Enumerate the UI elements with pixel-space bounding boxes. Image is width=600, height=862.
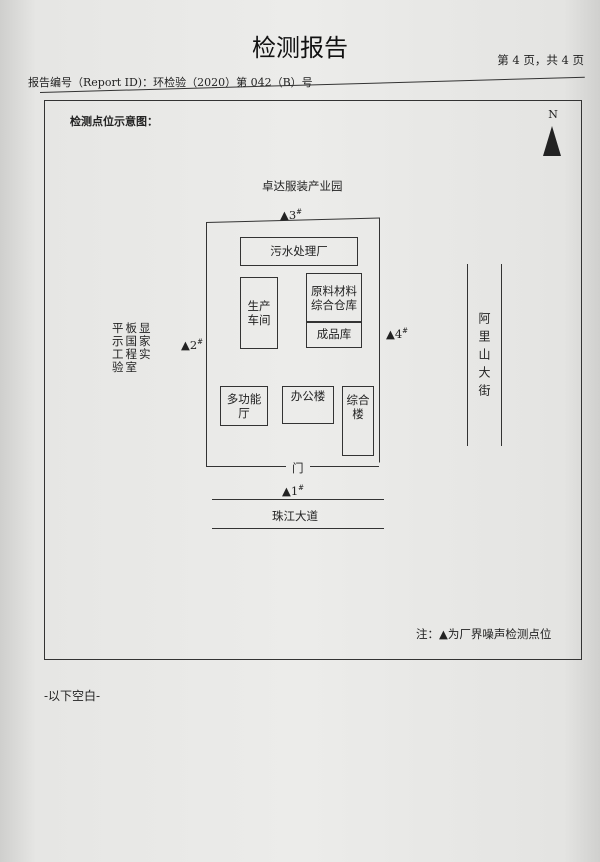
building-office: 办公楼	[282, 386, 334, 424]
legend-note: 注：▲为厂界噪声检测点位	[416, 627, 552, 641]
report-id: 报告编号（Report ID)：环检验（2020）第 042（B）号	[28, 76, 313, 89]
east-road-label: 阿里山大街	[477, 312, 491, 402]
point-label: ▲4	[386, 327, 403, 341]
point-label: ▲1	[282, 484, 299, 498]
point-sup: #	[296, 208, 303, 217]
measurement-point-3: ▲3#	[280, 208, 302, 222]
west-neighbor-label: 平板显示国家工程实验室	[112, 321, 153, 374]
measurement-point-4: ▲4#	[386, 327, 408, 341]
building-complex: 综合楼	[342, 386, 374, 456]
east-road-line-east	[501, 264, 502, 446]
point-sup: #	[298, 484, 305, 493]
page-number: 第 4 页，共 4 页	[497, 53, 584, 67]
building-hall: 多功能厅	[220, 386, 268, 426]
north-label: N	[548, 108, 558, 121]
south-road-label: 珠江大道	[272, 509, 318, 523]
north-arrow-icon	[543, 126, 561, 156]
north-neighbor-label: 卓达服装产业园	[262, 179, 343, 193]
boundary-south-right	[310, 466, 379, 467]
gate-label: 门	[292, 461, 304, 475]
diagram-frame	[44, 100, 582, 660]
measurement-point-2: ▲2#	[181, 338, 203, 352]
point-label: ▲2	[181, 338, 198, 352]
south-road-line-south	[212, 528, 384, 529]
building-product-storage: 成品库	[306, 321, 362, 348]
point-sup: #	[197, 338, 204, 347]
east-road-line-west	[467, 264, 468, 446]
report-title: 检测报告	[252, 34, 348, 62]
south-road-line-north	[212, 499, 384, 500]
point-label: ▲3	[280, 208, 297, 222]
building-workshop: 生产车间	[240, 277, 278, 349]
building-raw-storage: 原料材料综合仓库	[306, 273, 362, 323]
blank-below-note: -以下空白-	[44, 689, 101, 703]
building-sewage: 污水处理厂	[240, 237, 358, 266]
diagram-caption: 检测点位示意图：	[70, 115, 158, 128]
measurement-point-1: ▲1#	[282, 484, 304, 498]
point-sup: #	[402, 327, 409, 336]
boundary-south-left	[206, 466, 286, 467]
